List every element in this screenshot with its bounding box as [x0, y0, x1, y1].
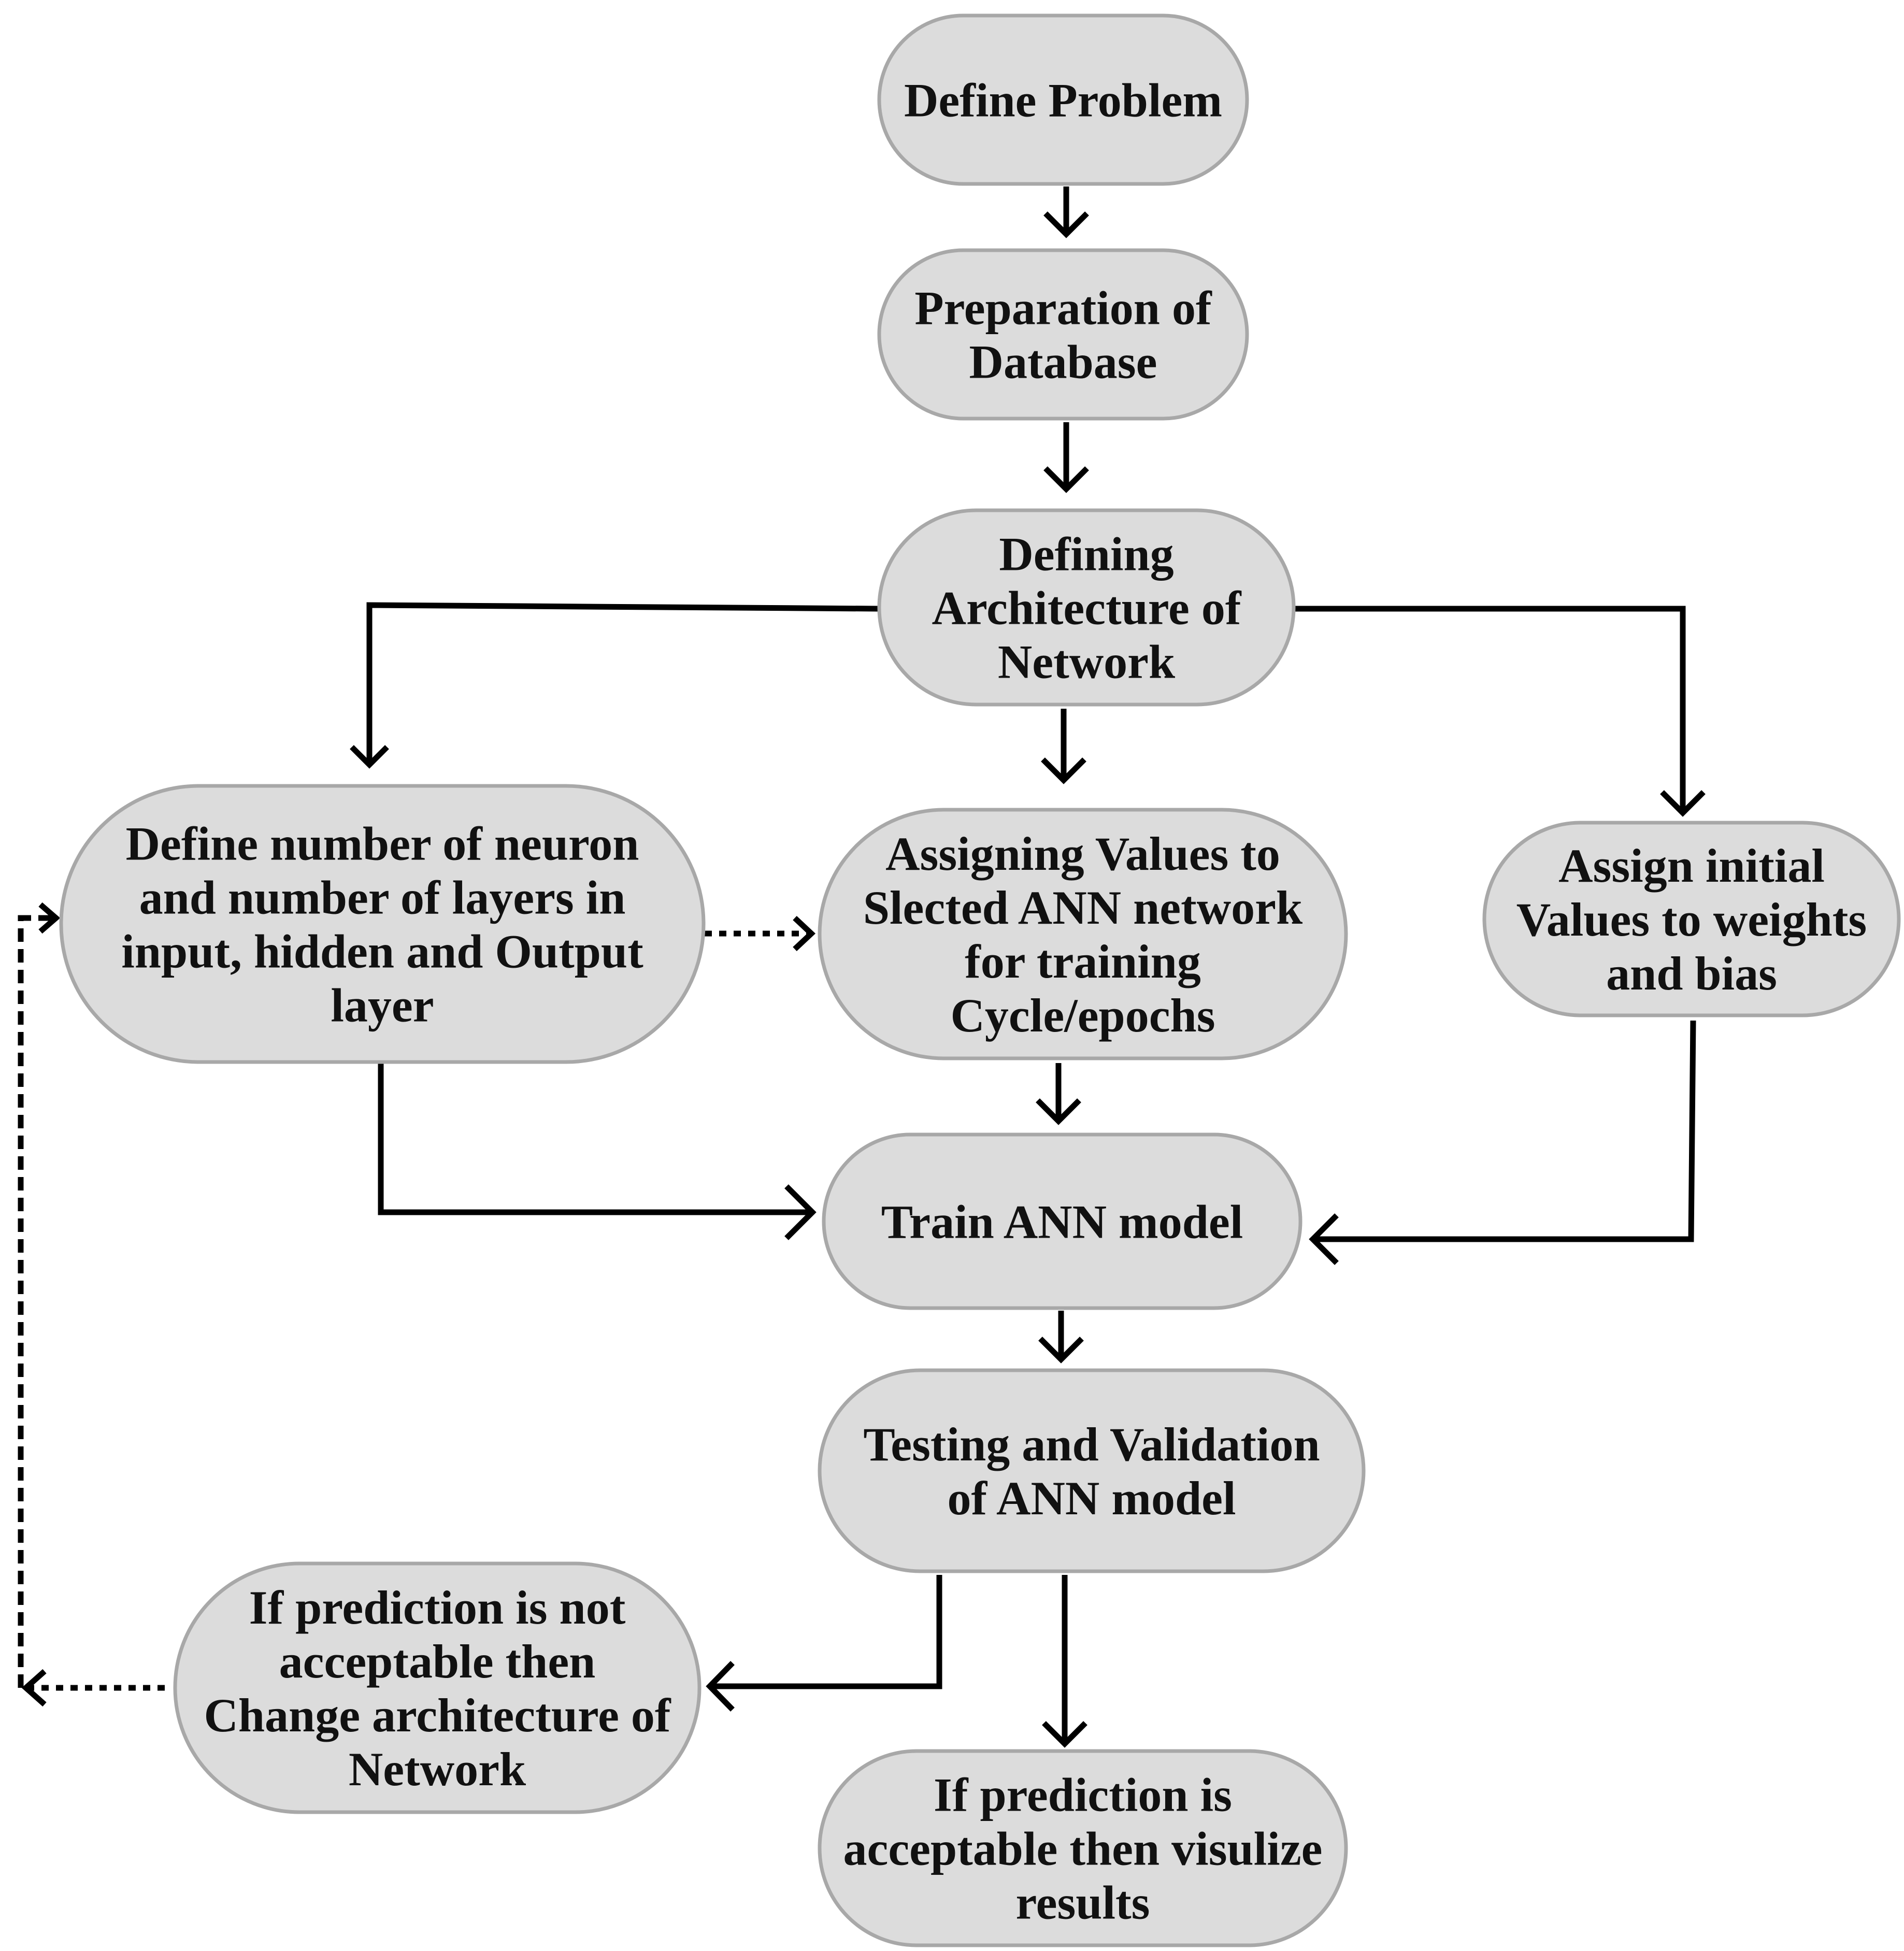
node-define-problem: Define Problem [877, 13, 1249, 186]
text-line: acceptable then visulize [843, 1823, 1323, 1875]
text-line: layer [331, 979, 434, 1032]
text-line: and bias [1606, 947, 1777, 1000]
text-line: Define Problem [904, 74, 1222, 127]
arrow-define-to-preparation [1043, 187, 1089, 238]
text-line: results [1016, 1876, 1150, 1929]
text-line: Database [969, 336, 1157, 389]
text-line: Architecture of [932, 582, 1242, 635]
arrow-architecture-to-assign-values [1041, 709, 1086, 784]
node-define-problem-text: Define Problem [904, 74, 1222, 127]
text-line: Cycle/epochs [950, 989, 1215, 1042]
node-train-ann-model: Train ANN model [822, 1132, 1302, 1310]
text-line: Testing and Validation [863, 1418, 1320, 1471]
edges [18, 187, 1706, 1748]
text-line: Network [998, 636, 1176, 688]
text-line: of ANN model [947, 1472, 1236, 1525]
node-train-ann-model-text: Train ANN model [881, 1196, 1243, 1249]
arrow-initial-weights-to-train [1309, 1020, 1696, 1265]
text-line: Network [349, 1743, 526, 1796]
text-line: Assigning Values to [885, 827, 1280, 880]
text-line: If prediction is not [249, 1581, 626, 1634]
text-line: Change architecture of [204, 1689, 671, 1742]
arrow-train-to-testing [1038, 1311, 1084, 1364]
arrow-assign-values-to-train [1036, 1063, 1081, 1125]
text-line: input, hidden and Output [121, 925, 643, 978]
text-line: Define number of neuron [126, 817, 639, 870]
arrow-architecture-to-initial-weights [1295, 606, 1706, 817]
text-line: If prediction is [934, 1769, 1232, 1821]
text-line: acceptable then [279, 1635, 596, 1688]
arrow-neurons-to-assign-values-dotted [705, 915, 816, 952]
text-line: Assign initial [1558, 839, 1825, 892]
text-line: Defining [999, 528, 1173, 581]
text-line: Preparation of [914, 282, 1212, 335]
arrow-testing-to-acceptable [1042, 1575, 1087, 1748]
text-line: Values to weights [1516, 893, 1867, 946]
arrow-not-acceptable-loop-back [18, 902, 165, 1707]
arrow-testing-to-not-acceptable [706, 1575, 942, 1712]
text-line: Slected ANN network [863, 881, 1303, 934]
arrow-neurons-to-train [378, 1063, 817, 1240]
text-line: Train ANN model [881, 1196, 1243, 1249]
arrow-architecture-to-neurons [350, 602, 879, 769]
arrow-preparation-to-architecture [1043, 422, 1089, 493]
text-line: and number of layers in [139, 871, 626, 924]
text-line: for training [965, 935, 1201, 988]
